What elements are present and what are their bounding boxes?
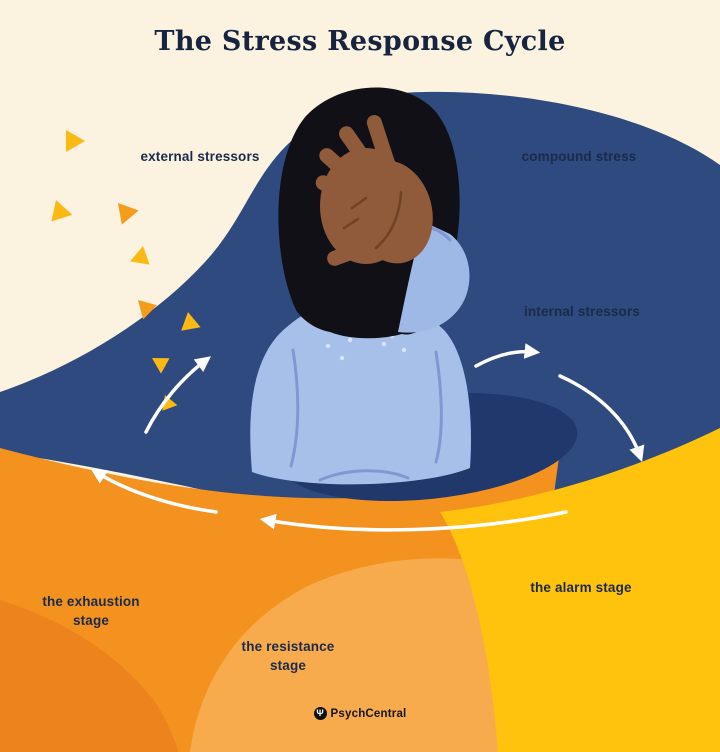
triangle-accent-icon bbox=[181, 312, 201, 331]
cycle-arrow-icon bbox=[90, 468, 218, 514]
cycle-arrow-icon bbox=[474, 343, 541, 368]
label-internal-stressors: internal stressors bbox=[524, 304, 640, 319]
triangle-accent-icon bbox=[51, 200, 73, 222]
label-resistance-stage: the resistance stage bbox=[241, 639, 335, 673]
label-external-stressors: external stressors bbox=[140, 149, 260, 164]
orange-light-shape bbox=[190, 558, 516, 752]
hand-shading bbox=[342, 190, 403, 250]
page-title: The Stress Response Cycle bbox=[154, 26, 566, 57]
person-illustration bbox=[250, 87, 471, 485]
cycle-arrow-icon bbox=[259, 510, 568, 532]
cycle-arrow-icon bbox=[144, 356, 212, 434]
label-alarm-stage: the alarm stage bbox=[530, 580, 632, 595]
hand bbox=[315, 115, 433, 266]
orange-corner-shape bbox=[0, 600, 178, 752]
yellow-region-shape bbox=[440, 428, 720, 752]
label-exhaustion-stage: the exhaustion stage bbox=[42, 594, 140, 628]
cycle-arrow-icon bbox=[558, 374, 645, 462]
sweater bbox=[250, 297, 471, 485]
brand-name: PsychCentral bbox=[330, 707, 407, 720]
sweater-folds bbox=[289, 348, 443, 482]
triangle-accents bbox=[51, 130, 201, 411]
footer: Ψ PsychCentral bbox=[0, 707, 720, 720]
sleeve bbox=[398, 222, 470, 333]
triangle-accent-icon bbox=[152, 358, 170, 374]
triangle-accent-icon bbox=[118, 203, 139, 225]
label-compound-stress: compound stress bbox=[521, 149, 637, 164]
triangle-accent-icon bbox=[66, 130, 85, 152]
psychcentral-logo-icon: Ψ bbox=[313, 707, 327, 720]
cycle-arrows bbox=[90, 343, 645, 532]
triangle-accent-icon bbox=[138, 300, 158, 320]
triangle-accent-icon bbox=[130, 246, 150, 265]
